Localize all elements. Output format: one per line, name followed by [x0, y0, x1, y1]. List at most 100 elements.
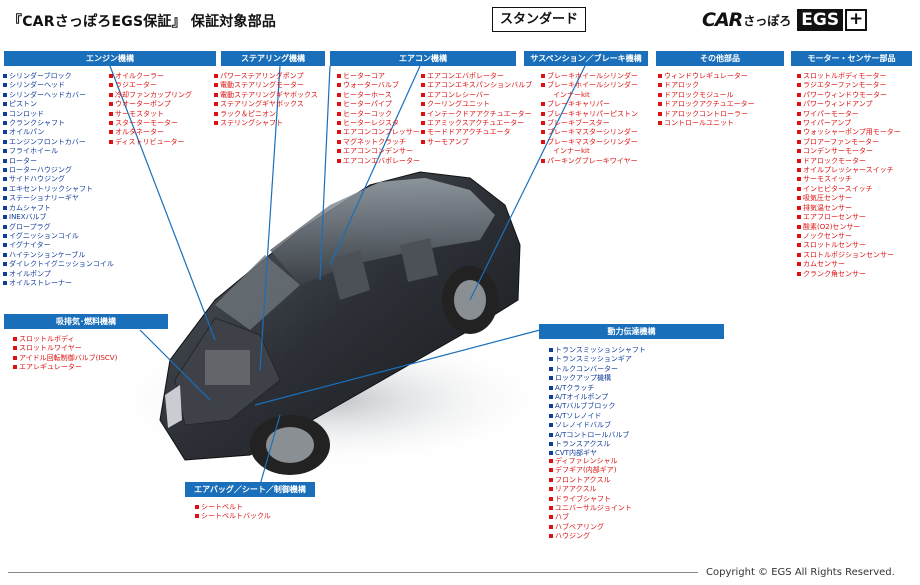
part-item: ドアロックモーター [797, 157, 901, 166]
part-item: ローターハウジング [3, 166, 114, 175]
drivetrain-list-red: ディファレンシャルデフギア(内部ギア)フロントアクスルリアアクスルドライブシャフ… [549, 457, 632, 542]
part-item: ステリングシャフト [214, 119, 318, 128]
part-item: ドアロックアクチュエーター [658, 100, 755, 109]
part-item: トランスミッションシャフト [549, 346, 646, 355]
part-item: トランスアクスル [549, 440, 646, 449]
car-seat-rear [400, 238, 438, 282]
part-item: クーリングユニット [421, 100, 532, 109]
part-item: フロントアクスル [549, 476, 632, 485]
part-item: ヒーターコア [337, 72, 420, 81]
drivetrain-header: 動力伝達機構 [539, 324, 724, 339]
part-item: INEXバルブ [3, 213, 114, 222]
part-item: サーモスイッチ [797, 175, 901, 184]
airbag-list: シートベルトシートベルトバックル [195, 503, 271, 522]
logo-plus-icon: + [845, 9, 868, 31]
part-item: シリンダーブロック [3, 72, 114, 81]
part-item: オイルクーラー [109, 72, 192, 81]
part-item: カムセンサー [797, 260, 901, 269]
part-item: ヒーターホース [337, 91, 420, 100]
part-item: 電動ステアリングモーター [214, 81, 318, 90]
part-item: スロットルボディモーター [797, 72, 901, 81]
part-item: エアコンエバポレーター [337, 157, 420, 166]
part-item: サーモアンプ [421, 138, 532, 147]
part-item: ハブ [549, 513, 632, 522]
part-item: クランクシャフト [3, 119, 114, 128]
part-item: 排気温センサー [797, 204, 901, 213]
car-front-rim [266, 427, 314, 463]
page-title: 『CARさっぽろEGS保証』 保証対象部品 [8, 14, 277, 30]
part-item: A/Tオイルポンプ [549, 393, 646, 402]
part-item: トルクコンバーター [549, 365, 646, 374]
part-item: A/Tソレノイド [549, 412, 646, 421]
part-item: サイドハウジング [3, 175, 114, 184]
copyright-text: Copyright © EGS All Rights Reserved. [706, 567, 895, 578]
part-item: コントロールユニット [658, 119, 755, 128]
part-item: ブレーキホイールシリンダー [541, 81, 638, 90]
car-seat-front [330, 250, 370, 300]
part-item: トランスミッションギア [549, 355, 646, 364]
brand-logo: CAR さっぽろ EGS + [702, 8, 868, 32]
part-item: CVT内部ギヤ [549, 449, 646, 458]
part-item: 電動ステアリングギヤボックス [214, 91, 318, 100]
part-item: エアフローセンサー [797, 213, 901, 222]
part-item: ユニバーサルジョイント [549, 504, 632, 513]
part-item: フライホイール [3, 147, 114, 156]
intake-header: 吸排気･燃料機構 [4, 314, 168, 329]
part-item: ウォッシャーポンプ用モーター [797, 128, 901, 137]
plan-badge: スタンダード [492, 7, 586, 32]
part-item: シリンダーヘッドカバー [3, 91, 114, 100]
other-list: ウィンドウレギュレータードアロックドアロックモジュールドアロックアクチュエーター… [658, 72, 755, 128]
part-item: ハイテンションケーブル [3, 251, 114, 260]
car-windshield [215, 255, 300, 330]
part-item: コンデンサーモーター [797, 147, 901, 156]
footer-divider [8, 572, 698, 573]
part-item: イグナイター [3, 241, 114, 250]
part-item: ブレーキホイールシリンダー [541, 72, 638, 81]
part-item: ステーショナリーギヤ [3, 194, 114, 203]
part-item: パワーウィンドウモーター [797, 91, 901, 100]
part-item: ラジエーター [109, 81, 192, 90]
leader-lines [109, 65, 586, 486]
part-item: オイルプレッシャースイッチ [797, 166, 901, 175]
part-item: スロットルボディ [13, 335, 117, 344]
part-item: ブレーキキャリパー [541, 100, 638, 109]
part-item: オルタネーター [109, 128, 192, 137]
part-item: インナーkit [553, 90, 590, 99]
part-item: ブレーキマスターシリンダー [541, 138, 638, 147]
part-item: イグニッションコイル [3, 232, 114, 241]
engine-list-2: オイルクーラーラジエーター冷却ファンカップリングウオーターポンプサーモスタットス… [109, 72, 192, 147]
part-item: パワーウィンドアンプ [797, 100, 901, 109]
part-item: ディストリビューター [109, 138, 192, 147]
part-item: A/Tバルブブロック [549, 402, 646, 411]
part-item: ドアロックコントローラー [658, 110, 755, 119]
part-item: マグネットクラッチ [337, 138, 420, 147]
part-item: ロックアップ機構 [549, 374, 646, 383]
part-item: ブレーキキャリパーピストン [541, 110, 638, 119]
part-item: ブレーキブースター [541, 119, 638, 128]
part-item: ピストン [3, 100, 114, 109]
part-item: ウィンドウレギュレーター [658, 72, 755, 81]
part-item: 吸気圧センサー [797, 194, 901, 203]
part-item: スターターモーター [109, 119, 192, 128]
part-item: エキセントリックシャフト [3, 185, 114, 194]
part-item: オイルパン [3, 128, 114, 137]
car-headlight [165, 385, 182, 428]
part-item: パワーステアリングポンプ [214, 72, 318, 81]
other-header: その他部品 [656, 51, 784, 66]
motor-header: モーター・センサー部品 [791, 51, 912, 66]
part-item: A/Tクラッチ [549, 384, 646, 393]
part-item: エアコンコンデンサー [337, 147, 420, 156]
steering-header: ステアリング機構 [221, 51, 325, 66]
part-item: アイドル回転制御バルブ(ISCV) [13, 354, 117, 363]
part-item: カムシャフト [3, 204, 114, 213]
part-item: ソレノイドバルブ [549, 421, 646, 430]
part-item: A/Tコントロールバルブ [549, 431, 646, 440]
part-item: クランク角センサー [797, 270, 901, 279]
part-item: エアコンコンプレッサー [337, 128, 420, 137]
drivetrain-list-blue: トランスミッションシャフトトランスミッションギアトルクコンバーターロックアップ機… [549, 346, 646, 459]
part-item: エアレギュレーター [13, 363, 117, 372]
part-item: スロトルポジションセンサー [797, 251, 901, 260]
part-item: ハウジング [549, 532, 632, 541]
